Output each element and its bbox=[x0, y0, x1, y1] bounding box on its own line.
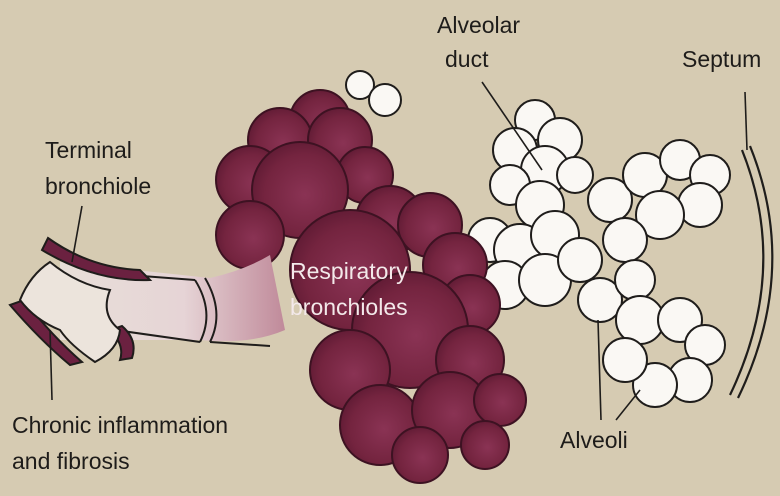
respiratory-bronchioles-label-line1: Respiratory bbox=[290, 256, 408, 286]
respiratory-bronchioles-label-line2: bronchioles bbox=[290, 292, 408, 322]
terminal-bronchiole-label-line2: bronchiole bbox=[45, 171, 151, 201]
septum-label: Septum bbox=[682, 44, 761, 74]
alveoli-label: Alveoli bbox=[560, 425, 628, 455]
septum-lines bbox=[730, 146, 772, 398]
alveolar-duct-label-line1: Alveolar bbox=[437, 10, 520, 40]
chronic-inflammation-label-line1: Chronic inflammation bbox=[12, 410, 228, 440]
alveolar-duct-label-line2: duct bbox=[445, 44, 488, 74]
small-alveolar-lobes bbox=[346, 71, 401, 116]
terminal-bronchiole-label-line1: Terminal bbox=[45, 135, 132, 165]
chronic-inflammation-label-line2: and fibrosis bbox=[12, 446, 130, 476]
